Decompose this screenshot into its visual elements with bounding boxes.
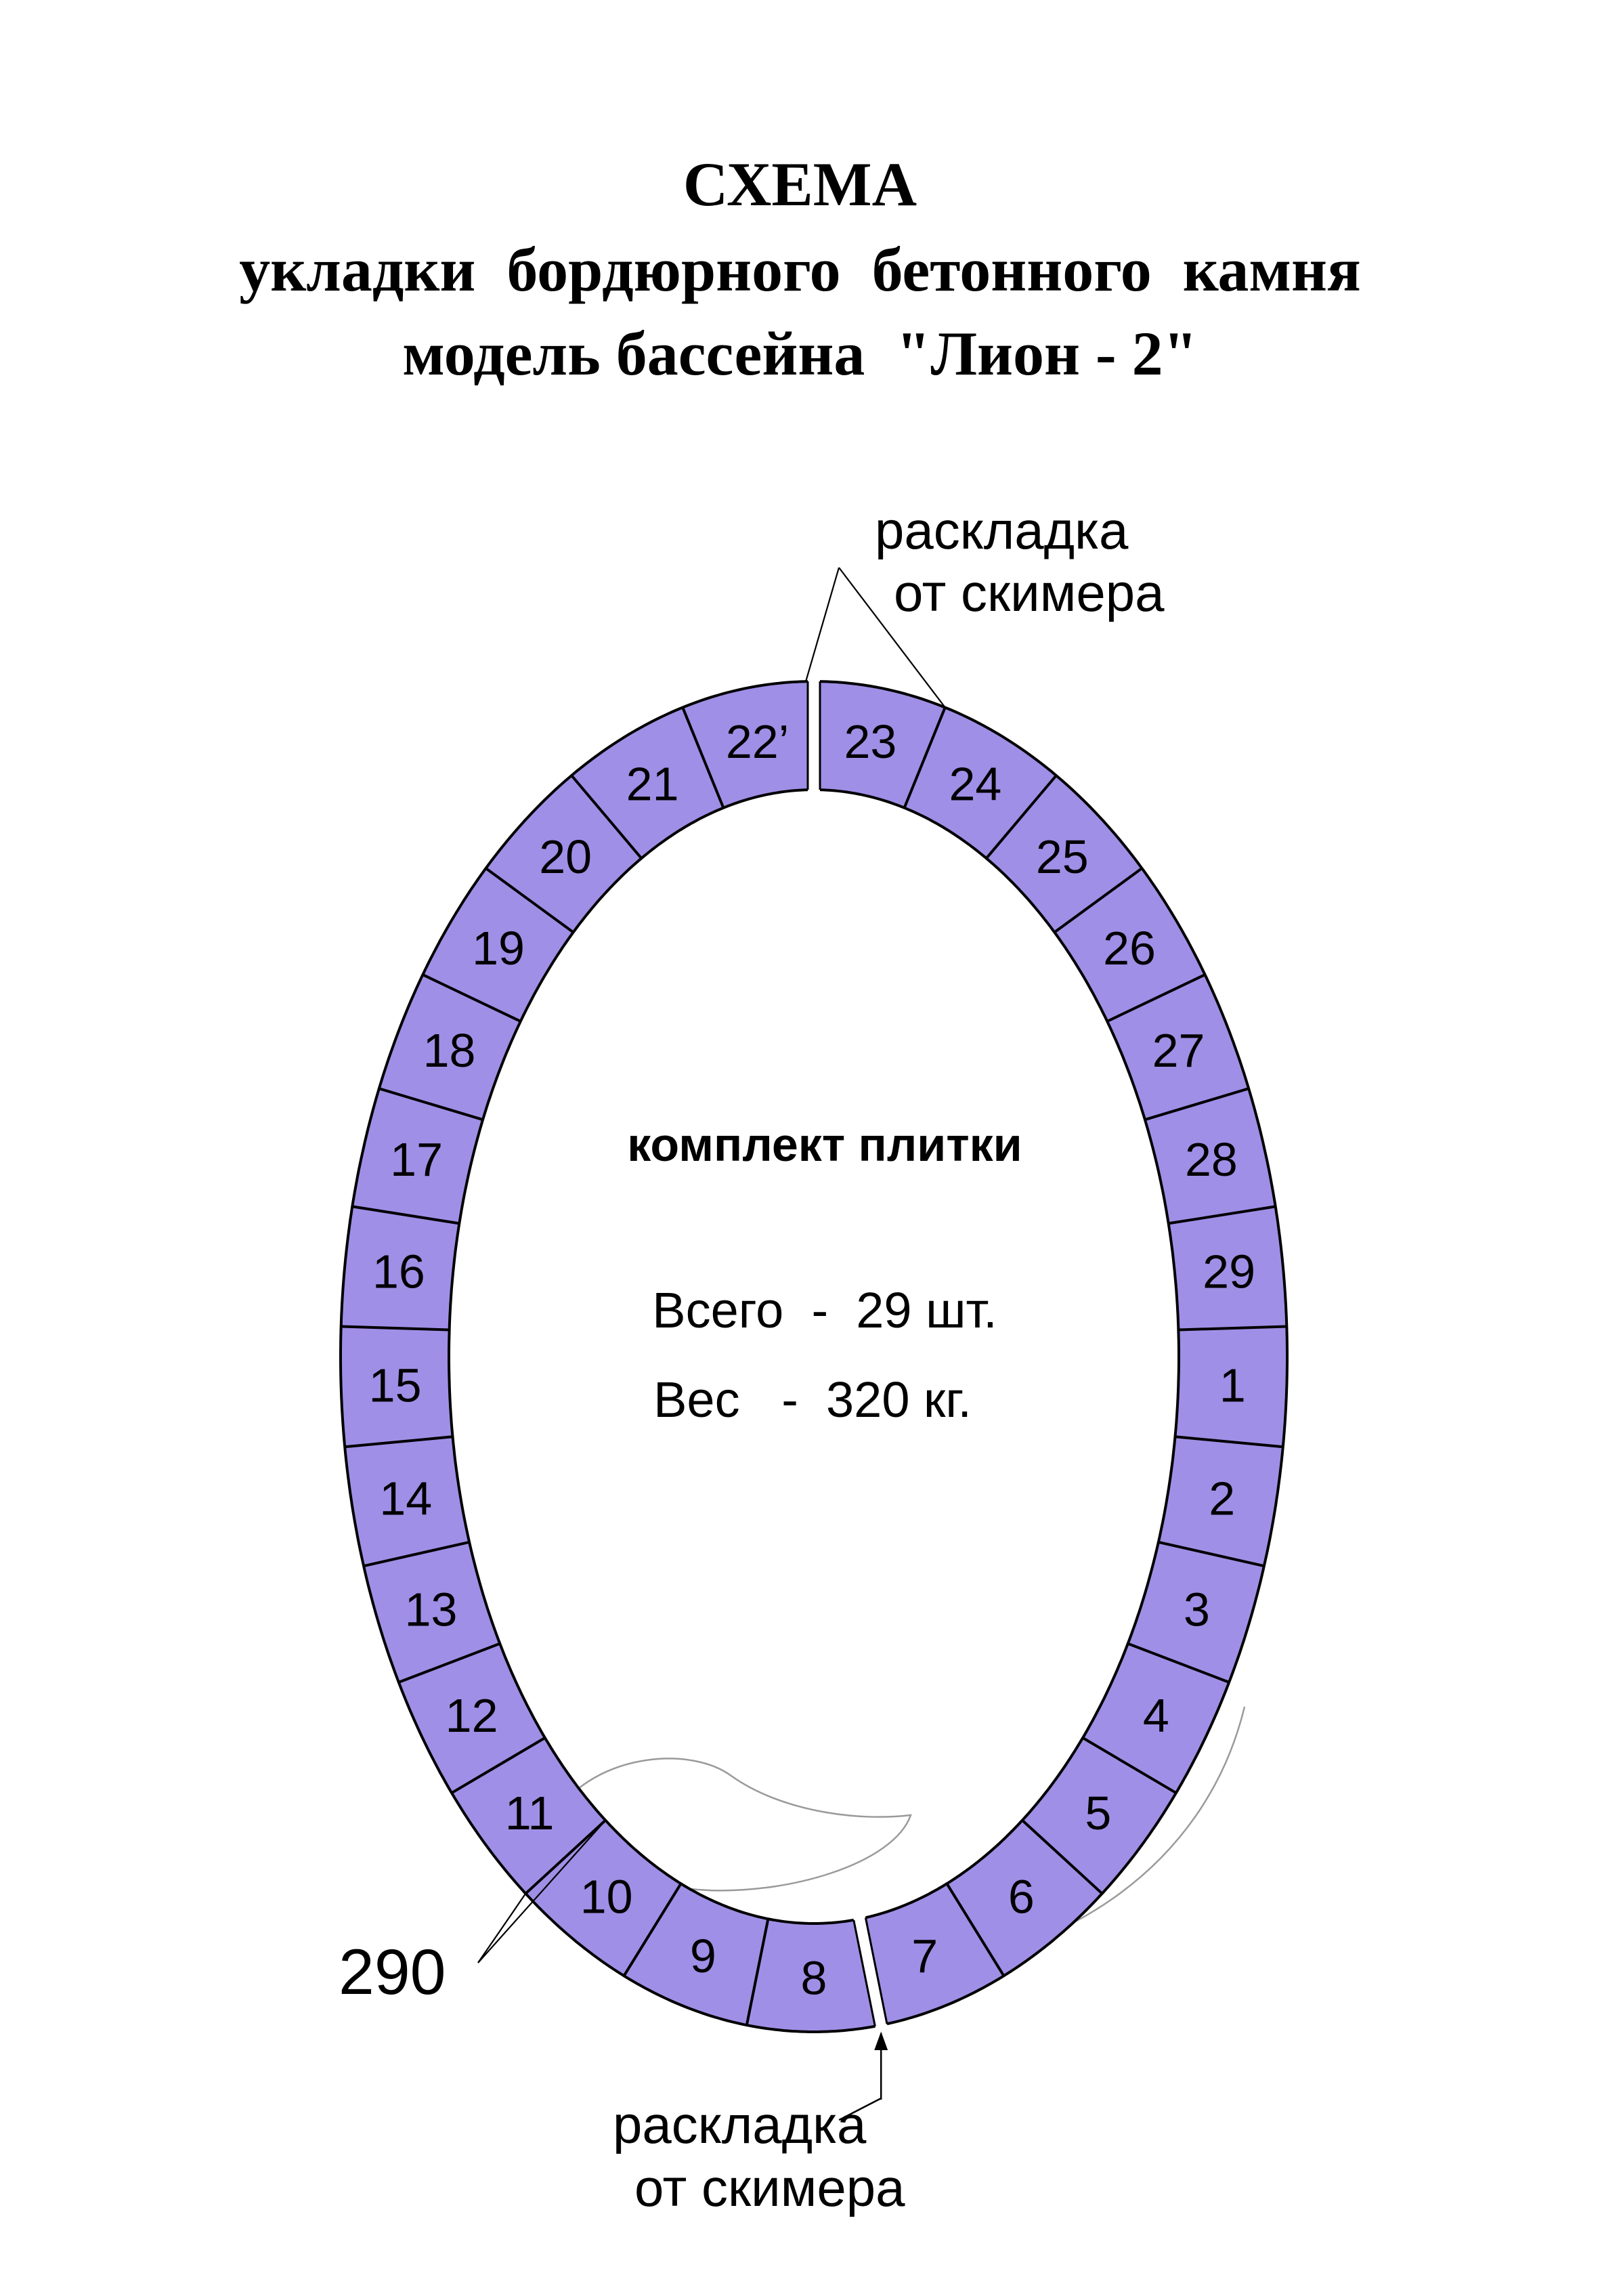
dimension-leader: [477, 1819, 607, 1963]
border-stone-ring: [339, 680, 1289, 2033]
segment-label-14: 14: [379, 1472, 432, 1525]
segment-divider: [1158, 1540, 1265, 1568]
segment-label-1: 1: [1219, 1359, 1246, 1412]
segment-label-28: 28: [1185, 1133, 1238, 1186]
segment-divider: [363, 1540, 470, 1568]
segment-label-5: 5: [1085, 1787, 1111, 1840]
segment-divider: [570, 774, 643, 859]
segment-divider: [1127, 1642, 1230, 1684]
segment-label-21: 21: [626, 757, 679, 810]
stone-width-dimension: 290: [339, 1936, 446, 2008]
segment-divider: [1175, 1435, 1283, 1449]
segment-label-17: 17: [390, 1133, 443, 1186]
segment-label-26: 26: [1103, 922, 1156, 975]
segment-divider: [1106, 973, 1206, 1023]
bottom-skimmer-leader: [838, 2097, 882, 2121]
title-line-3: модель бассейна "Лион - 2": [402, 319, 1198, 388]
segment-divider: [985, 774, 1058, 859]
segment-divider: [398, 1642, 500, 1684]
title-line-1: СХЕМА: [683, 150, 917, 219]
segment-divider: [681, 706, 725, 809]
segment-divider: [1021, 1819, 1104, 1895]
segment-divider: [1082, 1737, 1177, 1794]
top-skimmer-label-line1: раскладка: [875, 501, 1129, 560]
segment-label-22-prime: 22’: [726, 715, 789, 768]
segment-divider: [379, 1087, 483, 1122]
segment-label-2: 2: [1209, 1472, 1235, 1525]
segment-divider: [1144, 1087, 1249, 1122]
segment-divider: [351, 1205, 460, 1225]
segment-divider: [903, 706, 947, 809]
segment-label-23: 23: [844, 715, 896, 768]
segment-label-8: 8: [801, 1952, 827, 2005]
dimension-leader: [477, 1893, 527, 1963]
tile-total-text: Всего - 29 шт.: [652, 1282, 997, 1338]
segment-divider: [422, 973, 521, 1023]
segment-label-9: 9: [690, 1930, 716, 1982]
segment-label-29: 29: [1203, 1246, 1255, 1298]
skimmer-gap-edge: [852, 1919, 876, 2027]
bottom-skimmer-label-line2: от скимера: [634, 2158, 905, 2217]
skimmer-gap: [852, 1914, 888, 2030]
segment-label-20: 20: [539, 830, 592, 883]
top-skimmer-label-line2: от скимера: [894, 563, 1165, 622]
segment-label-7: 7: [911, 1930, 938, 1982]
segment-divider: [524, 1819, 607, 1895]
segment-label-15: 15: [369, 1359, 422, 1412]
segment-label-24: 24: [949, 757, 1001, 810]
segment-label-10: 10: [580, 1870, 633, 1923]
segment-divider: [945, 1883, 1006, 1977]
segment-label-4: 4: [1143, 1689, 1169, 1742]
segment-label-6: 6: [1008, 1870, 1035, 1923]
segment-divider: [341, 1325, 450, 1332]
segment-label-19: 19: [472, 922, 525, 975]
top-skimmer-leader: [805, 567, 840, 682]
segment-divider: [451, 1737, 546, 1794]
skimmer-gap-edge: [864, 1917, 888, 2024]
segment-divider: [1054, 867, 1143, 934]
bottom-skimmer-label-line1: раскладка: [613, 2095, 867, 2154]
segment-label-12: 12: [446, 1689, 498, 1742]
segment-label-13: 13: [405, 1583, 458, 1636]
segment-label-16: 16: [372, 1246, 425, 1298]
segment-label-11: 11: [505, 1787, 555, 1840]
tile-weight-text: Вес - 320 кг.: [653, 1372, 972, 1428]
segment-label-18: 18: [423, 1024, 476, 1077]
skimmer-gap: [808, 678, 820, 793]
segment-divider: [1178, 1325, 1287, 1332]
segment-divider: [622, 1883, 683, 1977]
top-skimmer-leader: [838, 567, 946, 708]
segment-label-3: 3: [1184, 1583, 1210, 1636]
tile-set-heading: комплект плитки: [627, 1118, 1022, 1171]
segment-label-25: 25: [1036, 830, 1089, 883]
segment-divider: [345, 1435, 453, 1449]
segment-divider: [745, 1918, 770, 2026]
segment-divider: [1168, 1205, 1276, 1225]
title-line-2: укладки бордюрного бетонного камня: [239, 235, 1361, 304]
segment-label-27: 27: [1152, 1024, 1205, 1077]
segment-divider: [485, 867, 574, 934]
